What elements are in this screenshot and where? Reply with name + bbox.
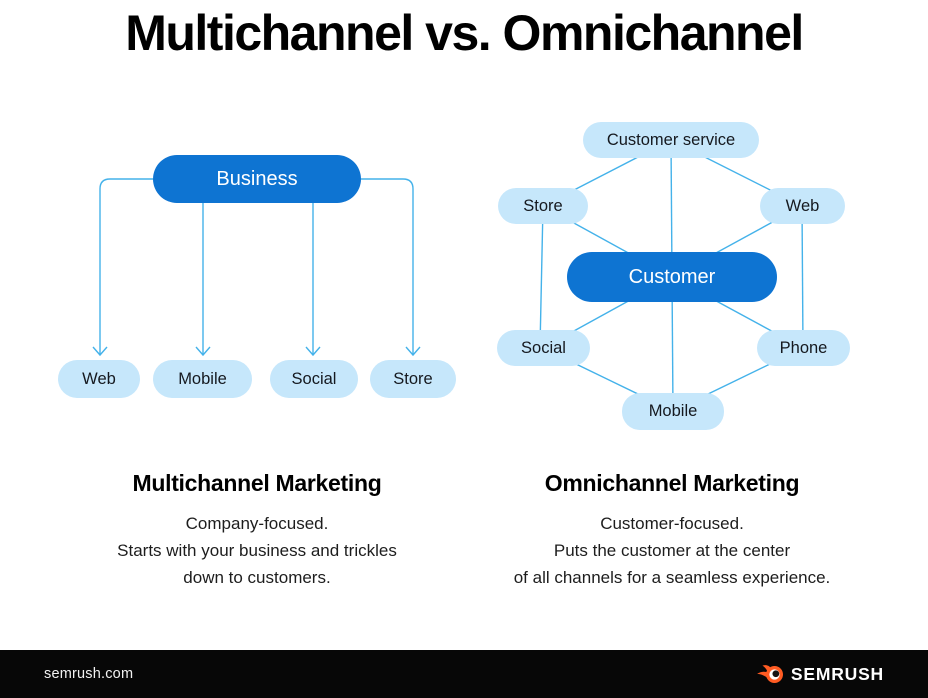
omnichannel-heading: Omnichannel Marketing — [544, 470, 800, 496]
store-node-right: Store — [498, 188, 588, 224]
semrush-logo: SEMRUSH — [756, 662, 884, 687]
store-node-left: Store — [370, 360, 456, 398]
social-node-left: Social — [270, 360, 358, 398]
multichannel-description: Company-focused. Starts with your busine… — [20, 510, 494, 591]
omnichannel-section: Omnichannel Marketing Customer-focused. … — [440, 470, 904, 591]
description-line: of all channels for a seamless experienc… — [513, 568, 831, 587]
description-line: Company-focused. — [185, 514, 329, 533]
omnichannel-description: Customer-focused. Puts the customer at t… — [440, 510, 904, 591]
customer-service-node: Customer service — [583, 122, 759, 158]
footer-bar: semrush.com SEMRUSH — [0, 650, 928, 698]
multichannel-section: Multichannel Marketing Company-focused. … — [20, 470, 494, 591]
web-node-right: Web — [760, 188, 845, 224]
phone-node: Phone — [757, 330, 850, 366]
mobile-node-right: Mobile — [622, 393, 724, 430]
website-url: semrush.com — [44, 666, 134, 682]
business-node: Business — [153, 155, 361, 203]
description-line: Starts with your business and trickles — [117, 541, 397, 560]
semrush-logo-text: SEMRUSH — [790, 663, 884, 684]
web-node-left: Web — [58, 360, 140, 398]
semrush-flame-icon — [756, 664, 783, 683]
description-line: Puts the customer at the center — [553, 541, 791, 560]
mobile-node-left: Mobile — [153, 360, 252, 398]
social-node-right: Social — [497, 330, 590, 366]
multichannel-heading: Multichannel Marketing — [132, 470, 382, 496]
description-line: Customer-focused. — [600, 514, 744, 533]
customer-node: Customer — [567, 252, 777, 302]
page-title: Multichannel vs. Omnichannel — [125, 5, 804, 61]
description-line: down to customers. — [183, 568, 331, 587]
